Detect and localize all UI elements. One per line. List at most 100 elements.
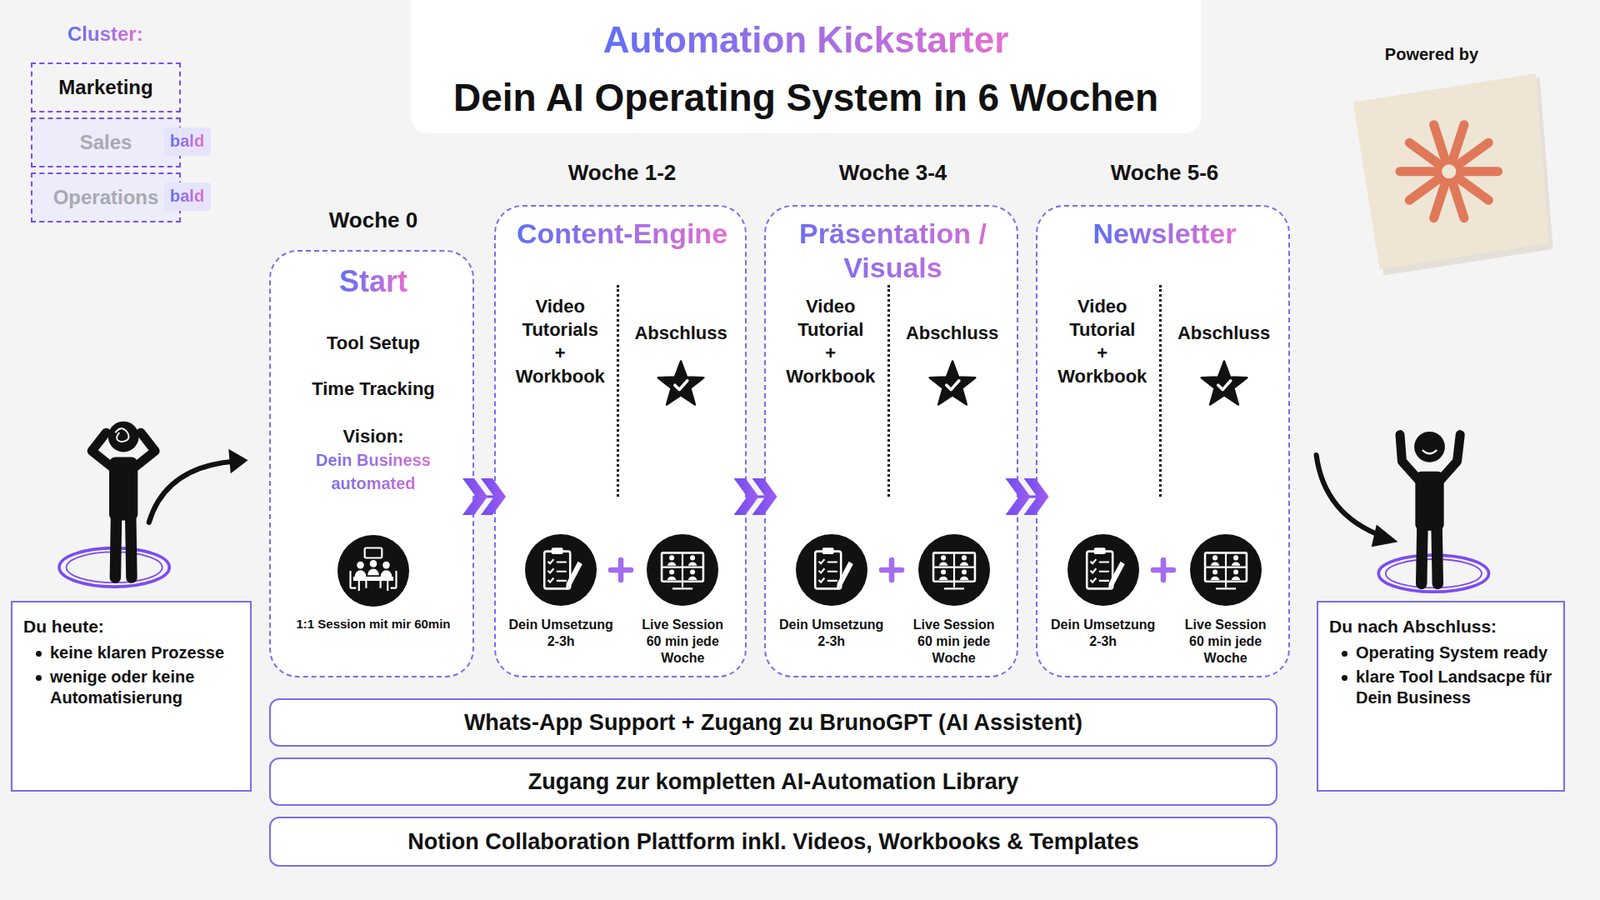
cluster-name: Sales [32, 119, 180, 166]
video-call-icon-part [661, 552, 704, 589]
task-caption: Dein Umsetzung 2-3h [1045, 616, 1162, 650]
completion-star-part [929, 360, 975, 405]
week-heading: Woche 1-2 [497, 159, 748, 186]
worksheet-icon-part [1090, 559, 1096, 583]
logo-asterisk-part [1434, 125, 1465, 219]
dotted-divider [616, 285, 620, 497]
person-before-part [149, 460, 235, 522]
video-call-icon-part-part [961, 555, 967, 560]
completion-label: Abschluss [1170, 321, 1279, 345]
person-after-part [1422, 450, 1437, 454]
meeting-icon-part [337, 535, 410, 607]
stage-box: Woche 3-4Präsentation / VisualsVideo Tut… [764, 205, 1019, 678]
feature-band: Zugang zur kompletten AI-Automation Libr… [269, 757, 1278, 806]
chevron-head [1024, 478, 1050, 515]
title-box: Automation KickstarterDein AI Operating … [410, 0, 1201, 134]
bullet-text: wenige oder keine Automatisierung [50, 666, 247, 709]
subtitle: Dein AI Operating System in 6 Wochen [453, 75, 1159, 120]
meeting-icon-part [350, 570, 396, 591]
person-before-part [108, 421, 140, 453]
video-call-icon-part [918, 534, 990, 606]
video-call-icon-part-part [1210, 562, 1240, 581]
deliverable-text: Video Tutorial + Workbook [1056, 295, 1149, 389]
worksheet-icon-part [556, 562, 567, 581]
video-call-icon-part-part [1233, 570, 1239, 575]
video-call-icon-part-part [1212, 570, 1218, 575]
vision-label: Vision: [277, 425, 470, 449]
completion-star [1199, 359, 1250, 410]
logo-center [1441, 164, 1456, 179]
worksheet-icon-part [551, 547, 564, 555]
connector-line [1018, 495, 1036, 499]
cluster-box: Operationsbald [30, 172, 181, 223]
video-call-icon-part-part [667, 562, 697, 581]
feature-band: Notion Collaboration Plattform inkl. Vid… [269, 816, 1278, 867]
person-after [1316, 431, 1490, 592]
video-call-icon-part [1190, 534, 1262, 606]
deliverable-text: Video Tutorial + Workbook [785, 295, 877, 389]
meeting-icon-part-part [353, 576, 394, 581]
plus-symbol-part [881, 560, 902, 580]
person-after-part [1316, 455, 1385, 537]
person-before-part [115, 515, 132, 578]
cluster-label: Cluster: [67, 22, 144, 46]
meeting-icon-part-part [356, 561, 365, 570]
person-after-part [1421, 525, 1439, 585]
person-before [59, 421, 249, 587]
dotted-divider [887, 285, 890, 497]
bullet-dot [1341, 675, 1348, 681]
meeting-icon-part-part [370, 560, 378, 568]
video-call-icon [646, 534, 719, 606]
band-text: Notion Collaboration Plattform inkl. Vid… [270, 818, 1276, 865]
feature-band: Whats-App Support + Zugang zu BrunoGPT (… [269, 698, 1278, 747]
meeting-icon [337, 535, 410, 607]
video-call-icon-part [667, 555, 697, 580]
flow-chevron [462, 478, 506, 515]
video-call-icon-part-part [940, 570, 946, 575]
video-call-icon-part-part [940, 555, 946, 560]
cluster-name: Operations [32, 174, 180, 221]
stage-box: Woche 5-6NewsletterVideo Tutorial + Work… [1035, 205, 1290, 678]
band-text: Whats-App Support + Zugang zu BrunoGPT (… [270, 700, 1276, 745]
week-heading: Woche 3-4 [768, 159, 1019, 186]
worksheet-icon-part [1108, 561, 1125, 590]
video-call-icon [1190, 534, 1262, 606]
worksheet-icon-part [827, 562, 838, 581]
completion-star-part [945, 380, 959, 390]
video-call-icon-part-part [961, 570, 967, 575]
video-call-icon-part-part [669, 570, 675, 575]
plus-symbol-part [610, 560, 631, 580]
logo-asterisk-part [1434, 125, 1465, 219]
flow-chevron [1005, 478, 1050, 515]
logo-asterisk-part [1409, 142, 1489, 200]
video-call-icon-part [939, 555, 969, 580]
bullet-dot [35, 650, 42, 657]
stage-title: Präsentation / Visuals [772, 216, 1015, 285]
stage-title: Start [339, 263, 408, 300]
plus-symbol [1150, 557, 1176, 583]
band-text: Zugang zur kompletten AI-Automation Libr… [270, 759, 1276, 805]
session-caption: Live Session 60 min jede Woche [910, 616, 998, 667]
meeting-icon-part [353, 560, 394, 581]
worksheet-icon-part [815, 551, 841, 590]
bullet-item: klare Tool Landsacpe für Dein Business [1318, 666, 1560, 709]
flow-chevron [734, 478, 778, 515]
logo-asterisk [1400, 125, 1499, 219]
worksheet-icon-part [1086, 551, 1113, 590]
cluster-box: Marketing [30, 62, 181, 113]
session-caption: Live Session 60 min jede Woche [639, 616, 727, 667]
week-heading: Woche 0 [248, 206, 499, 234]
video-call-icon-part-part [1233, 555, 1239, 560]
meeting-icon-part-part [382, 561, 390, 570]
deliverable-text: Video Tutorials + Workbook [514, 295, 606, 389]
diagram-title: Automation Kickstarter [603, 18, 1010, 62]
plus-symbol-part [1153, 560, 1174, 580]
stage-box: Woche 1-2Content-EngineVideo Tutorials +… [494, 205, 747, 678]
worksheet-icon [1067, 534, 1140, 606]
task-caption: Dein Umsetzung 2-3h [502, 616, 620, 650]
person-after-part [1414, 431, 1445, 463]
video-call-icon-part-part [690, 555, 695, 560]
logo-asterisk-part [1409, 142, 1489, 200]
video-call-icon-part-part [1212, 555, 1218, 560]
status-box: Du heute:keine klaren Prozessewenige ode… [10, 600, 252, 792]
